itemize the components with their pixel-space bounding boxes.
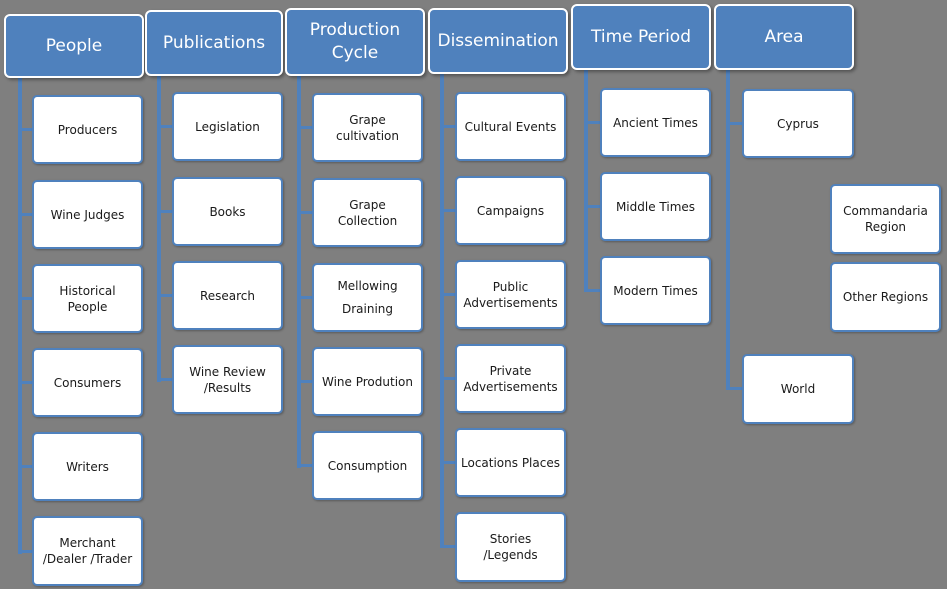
branch-time-0: [584, 121, 602, 124]
item-research: Research: [172, 261, 283, 330]
item-ancient-times: Ancient Times: [600, 88, 711, 157]
item-consumption: Consumption: [312, 431, 423, 500]
item-commandaria-region: Commandaria Region: [830, 184, 941, 254]
branch-dissemination-1: [440, 209, 457, 212]
area-spine: [726, 66, 730, 390]
branch-people-1: [18, 213, 34, 216]
branch-production-2: [297, 296, 313, 299]
branch-time-1: [584, 205, 602, 208]
header-publications: Publications: [145, 10, 283, 76]
branch-area-1: [726, 387, 744, 390]
header-dissemination: Dissemination: [428, 8, 568, 74]
branch-production-4: [297, 464, 313, 467]
branch-dissemination-5: [440, 545, 457, 548]
header-production-cycle: Production Cycle: [285, 8, 425, 76]
time-spine: [584, 66, 588, 292]
item-world: World: [742, 354, 854, 424]
item-other-regions: Other Regions: [830, 262, 941, 332]
dissemination-spine: [440, 70, 444, 548]
branch-people-3: [18, 381, 34, 384]
item-wine-production: Wine Prodution: [312, 347, 423, 416]
branch-publications-2: [157, 294, 173, 297]
item-producers: Producers: [32, 95, 143, 164]
header-people: People: [4, 14, 144, 78]
branch-dissemination-3: [440, 377, 457, 380]
branch-production-1: [297, 211, 313, 214]
branch-publications-0: [157, 125, 173, 128]
branch-dissemination-0: [440, 125, 457, 128]
item-wine-review-results: Wine Review /Results: [172, 345, 283, 414]
production-spine: [297, 70, 301, 468]
item-consumers: Consumers: [32, 348, 143, 417]
item-private-advertisements: Private Advertisements: [455, 344, 566, 413]
item-mellowing-draining: Mellowing Draining: [312, 263, 423, 332]
item-writers: Writers: [32, 432, 143, 501]
item-books: Books: [172, 177, 283, 246]
item-middle-times: Middle Times: [600, 172, 711, 241]
people-spine: [18, 70, 22, 554]
branch-people-2: [18, 297, 34, 300]
branch-production-3: [297, 380, 313, 383]
item-campaigns: Campaigns: [455, 176, 566, 245]
item-stories-legends: Stories /Legends: [455, 512, 566, 582]
item-legislation: Legislation: [172, 92, 283, 161]
item-wine-judges: Wine Judges: [32, 180, 143, 249]
item-historical-people: Historical People: [32, 264, 143, 333]
branch-time-2: [584, 289, 602, 292]
branch-area-0: [726, 122, 744, 125]
item-public-advertisements: Public Advertisements: [455, 260, 566, 329]
branch-people-4: [18, 465, 34, 468]
branch-people-0: [18, 128, 34, 131]
branch-publications-3: [157, 378, 173, 381]
item-grape-cultivation: Grape cultivation: [312, 93, 423, 162]
item-modern-times: Modern Times: [600, 256, 711, 325]
item-cultural-events: Cultural Events: [455, 92, 566, 161]
item-locations-places: Locations Places: [455, 428, 566, 497]
item-grape-collection: Grape Collection: [312, 178, 423, 247]
branch-dissemination-4: [440, 461, 457, 464]
branch-production-0: [297, 126, 313, 129]
branch-publications-1: [157, 210, 173, 213]
branch-people-5: [18, 550, 34, 553]
header-time-period: Time Period: [571, 4, 711, 70]
header-area: Area: [714, 4, 854, 70]
item-cyprus: Cyprus: [742, 89, 854, 158]
branch-dissemination-2: [440, 293, 457, 296]
publications-spine: [157, 70, 161, 382]
item-merchant-dealer-trader: Merchant /Dealer /Trader: [32, 516, 143, 586]
